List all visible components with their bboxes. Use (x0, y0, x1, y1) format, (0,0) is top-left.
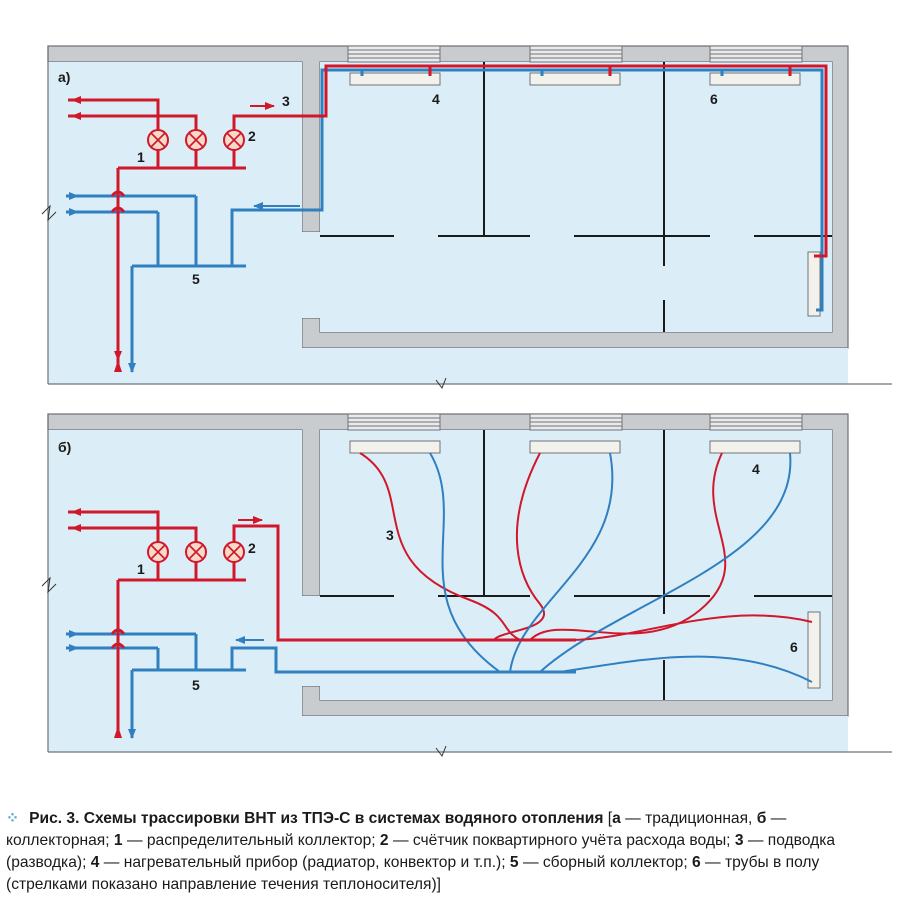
supply-pipes (68, 64, 828, 372)
label-1: 1 (137, 149, 145, 165)
room (48, 430, 302, 752)
scheme-b: б) 1 2 3 4 5 6 (41, 413, 892, 758)
label-1: 1 (137, 561, 145, 577)
caption-key: 5 (509, 854, 519, 871)
label-5: 5 (192, 677, 200, 693)
caption-text: — традиционная, (625, 810, 753, 827)
bullet-icon: ⁘ (6, 810, 20, 827)
return-pipes (66, 68, 824, 370)
caption-key: б (756, 810, 767, 827)
label-3: 3 (386, 527, 394, 543)
caption-text: — сборный коллектор; (522, 854, 688, 871)
scheme-a: а) 1 2 3 4 5 6 (0, 0, 892, 400)
windows (347, 45, 803, 63)
water-meter-icon (147, 129, 245, 151)
caption-key: 1 (113, 832, 123, 849)
room (302, 232, 320, 318)
caption-text: — коллекторная; (6, 810, 787, 849)
caption-text: — счётчик поквартирного учёта расхода во… (392, 832, 731, 849)
caption-title: Рис. 3. Схемы трассировки ВНТ из ТПЭ-С в… (29, 810, 604, 827)
room (320, 62, 832, 332)
room (48, 348, 848, 384)
radiators (349, 72, 821, 317)
partitions (320, 62, 832, 332)
label-4: 4 (752, 461, 760, 477)
caption-key: а (612, 810, 621, 827)
room (320, 430, 832, 700)
panel-label-b: б) (58, 439, 71, 455)
partitions (320, 430, 832, 700)
caption-text: — трубы в полу (стрелками показано напра… (6, 854, 820, 893)
label-6: 6 (710, 91, 718, 107)
radiators (349, 440, 821, 689)
caption-text: — распределительный коллектор; (126, 832, 376, 849)
label-2: 2 (248, 540, 256, 556)
room (48, 716, 848, 752)
label-2: 2 (248, 128, 256, 144)
label-5: 5 (192, 271, 200, 287)
caption-text: — нагревательный прибор (радиатор, конве… (103, 854, 506, 871)
caption-key: 3 (734, 832, 744, 849)
windows (347, 413, 803, 431)
flexible-pipes (359, 452, 813, 683)
caption-key: 6 (692, 854, 701, 871)
caption-key: 4 (90, 854, 100, 871)
heating-schemes: а) 1 2 3 4 5 6 (0, 0, 892, 758)
label-3: 3 (282, 93, 290, 109)
figure-caption: ⁘ Рис. 3. Схемы трассировки ВНТ из ТПЭ-С … (6, 810, 836, 893)
label-4: 4 (432, 91, 440, 107)
room (48, 62, 302, 384)
label-6: 6 (790, 639, 798, 655)
diagram-stage: а) 1 2 3 4 5 6 (0, 0, 892, 758)
panel-label-a: а) (58, 69, 70, 85)
water-meter-icon (147, 541, 245, 563)
caption-text: — подводка (разводка); (6, 832, 836, 871)
caption-key: 2 (379, 832, 389, 849)
